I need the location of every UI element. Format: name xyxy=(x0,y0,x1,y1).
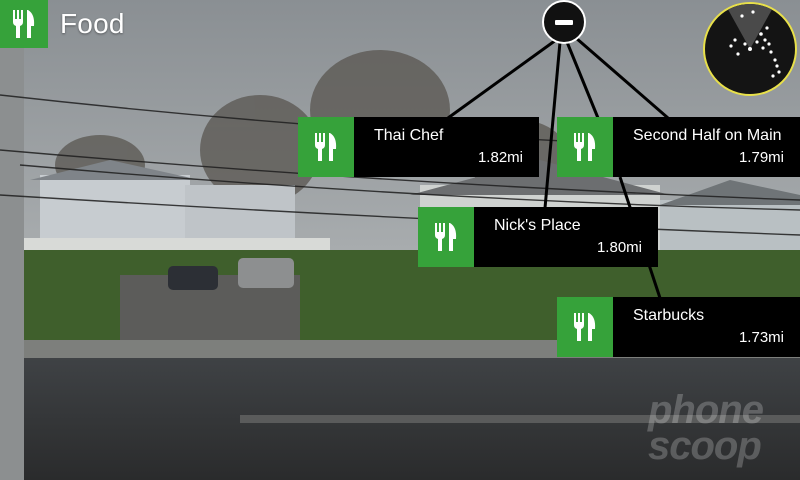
watermark-line1: phone xyxy=(648,388,764,432)
fork-knife-icon xyxy=(557,297,613,357)
fork-knife-icon xyxy=(557,117,613,177)
place-name: Starbucks xyxy=(633,307,705,324)
place-distance: 1.73mi xyxy=(738,329,784,346)
place-card-nicks-place[interactable]: Nick's Place 1.80mi xyxy=(418,207,658,267)
place-name: Nick's Place xyxy=(494,217,581,234)
category-fork-knife-icon[interactable] xyxy=(0,0,48,48)
place-info: Starbucks 1.73mi xyxy=(613,297,800,357)
minus-icon xyxy=(555,19,573,25)
radar-minimap[interactable] xyxy=(703,2,797,96)
place-card-thai-chef[interactable]: Thai Chef 1.82mi xyxy=(298,117,539,177)
place-card-starbucks[interactable]: Starbucks 1.73mi xyxy=(557,297,800,357)
fork-knife-icon xyxy=(298,117,354,177)
place-distance: 1.80mi xyxy=(596,239,642,256)
fork-knife-icon xyxy=(13,10,35,38)
place-card-second-half-on-main[interactable]: Second Half on Main 1.79mi xyxy=(557,117,800,177)
place-name: Thai Chef xyxy=(374,127,444,144)
place-distance: 1.82mi xyxy=(477,149,523,166)
place-info: Second Half on Main 1.79mi xyxy=(613,117,800,177)
place-distance: 1.79mi xyxy=(738,149,784,166)
top-bar: Food xyxy=(0,0,125,48)
category-title: Food xyxy=(60,8,125,39)
zoom-out-button[interactable] xyxy=(542,0,586,44)
watermark-logo: phone scoop xyxy=(648,388,764,468)
watermark-line2: scoop xyxy=(648,424,762,468)
place-info: Thai Chef 1.82mi xyxy=(354,117,539,177)
fork-knife-icon xyxy=(418,207,474,267)
place-info: Nick's Place 1.80mi xyxy=(474,207,658,267)
radar-icon xyxy=(725,4,781,78)
place-name: Second Half on Main xyxy=(633,127,782,144)
